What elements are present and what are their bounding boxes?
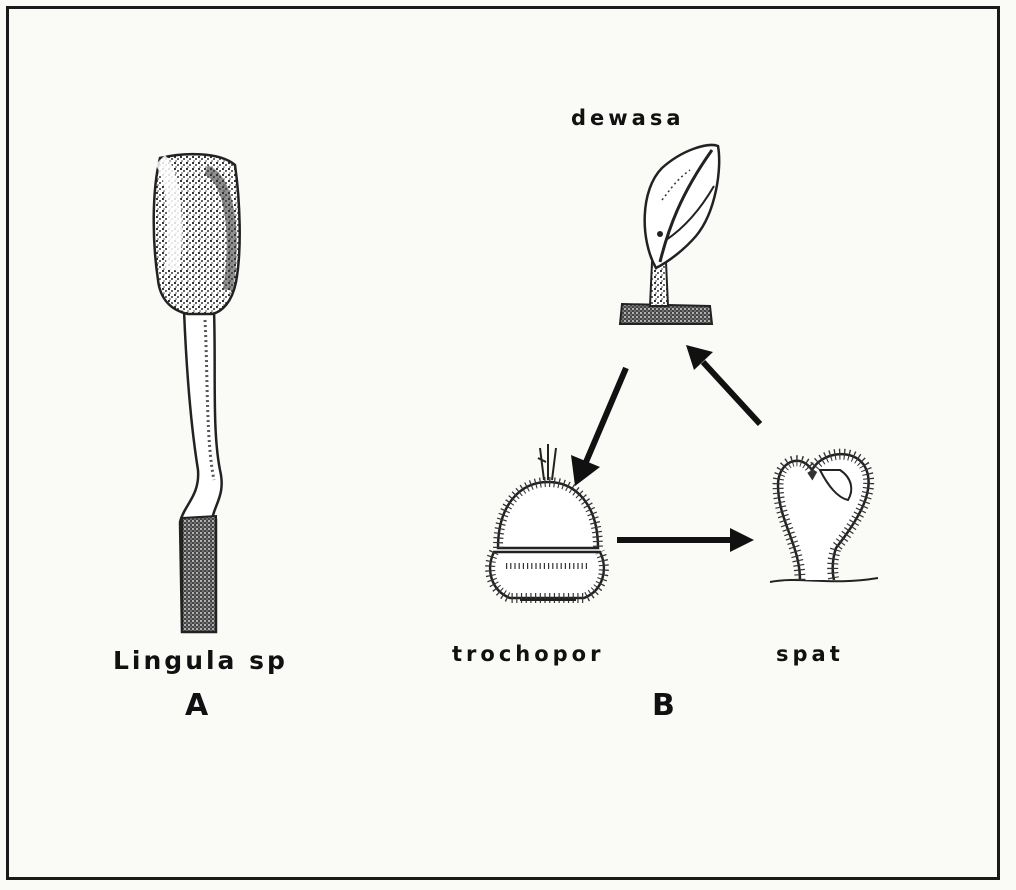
panel-letter-a: A xyxy=(185,688,208,723)
panel-letter-b: B xyxy=(652,688,675,723)
arrow-adult-to-trochophore xyxy=(571,368,626,486)
arrow-trochophore-to-spat xyxy=(617,528,754,552)
stage-label-adult: dewasa xyxy=(571,106,685,130)
species-label: Lingula sp xyxy=(113,646,288,675)
adult-brachiopod xyxy=(620,145,719,324)
trochophore-lower-lobe xyxy=(490,552,604,598)
lingula-pedicle-tip xyxy=(182,516,216,632)
adult-stalk xyxy=(650,262,668,306)
adult-shell xyxy=(645,145,720,268)
life-cycle-arrows xyxy=(571,345,760,552)
stage-label-trochophore: trochopor xyxy=(452,642,604,666)
lingula-specimen xyxy=(154,154,240,632)
spat-juvenile xyxy=(770,454,878,582)
trochophore-apical-tuft xyxy=(538,444,556,480)
arrow-spat-to-adult xyxy=(686,345,760,424)
stage-label-spat: spat xyxy=(776,642,844,666)
